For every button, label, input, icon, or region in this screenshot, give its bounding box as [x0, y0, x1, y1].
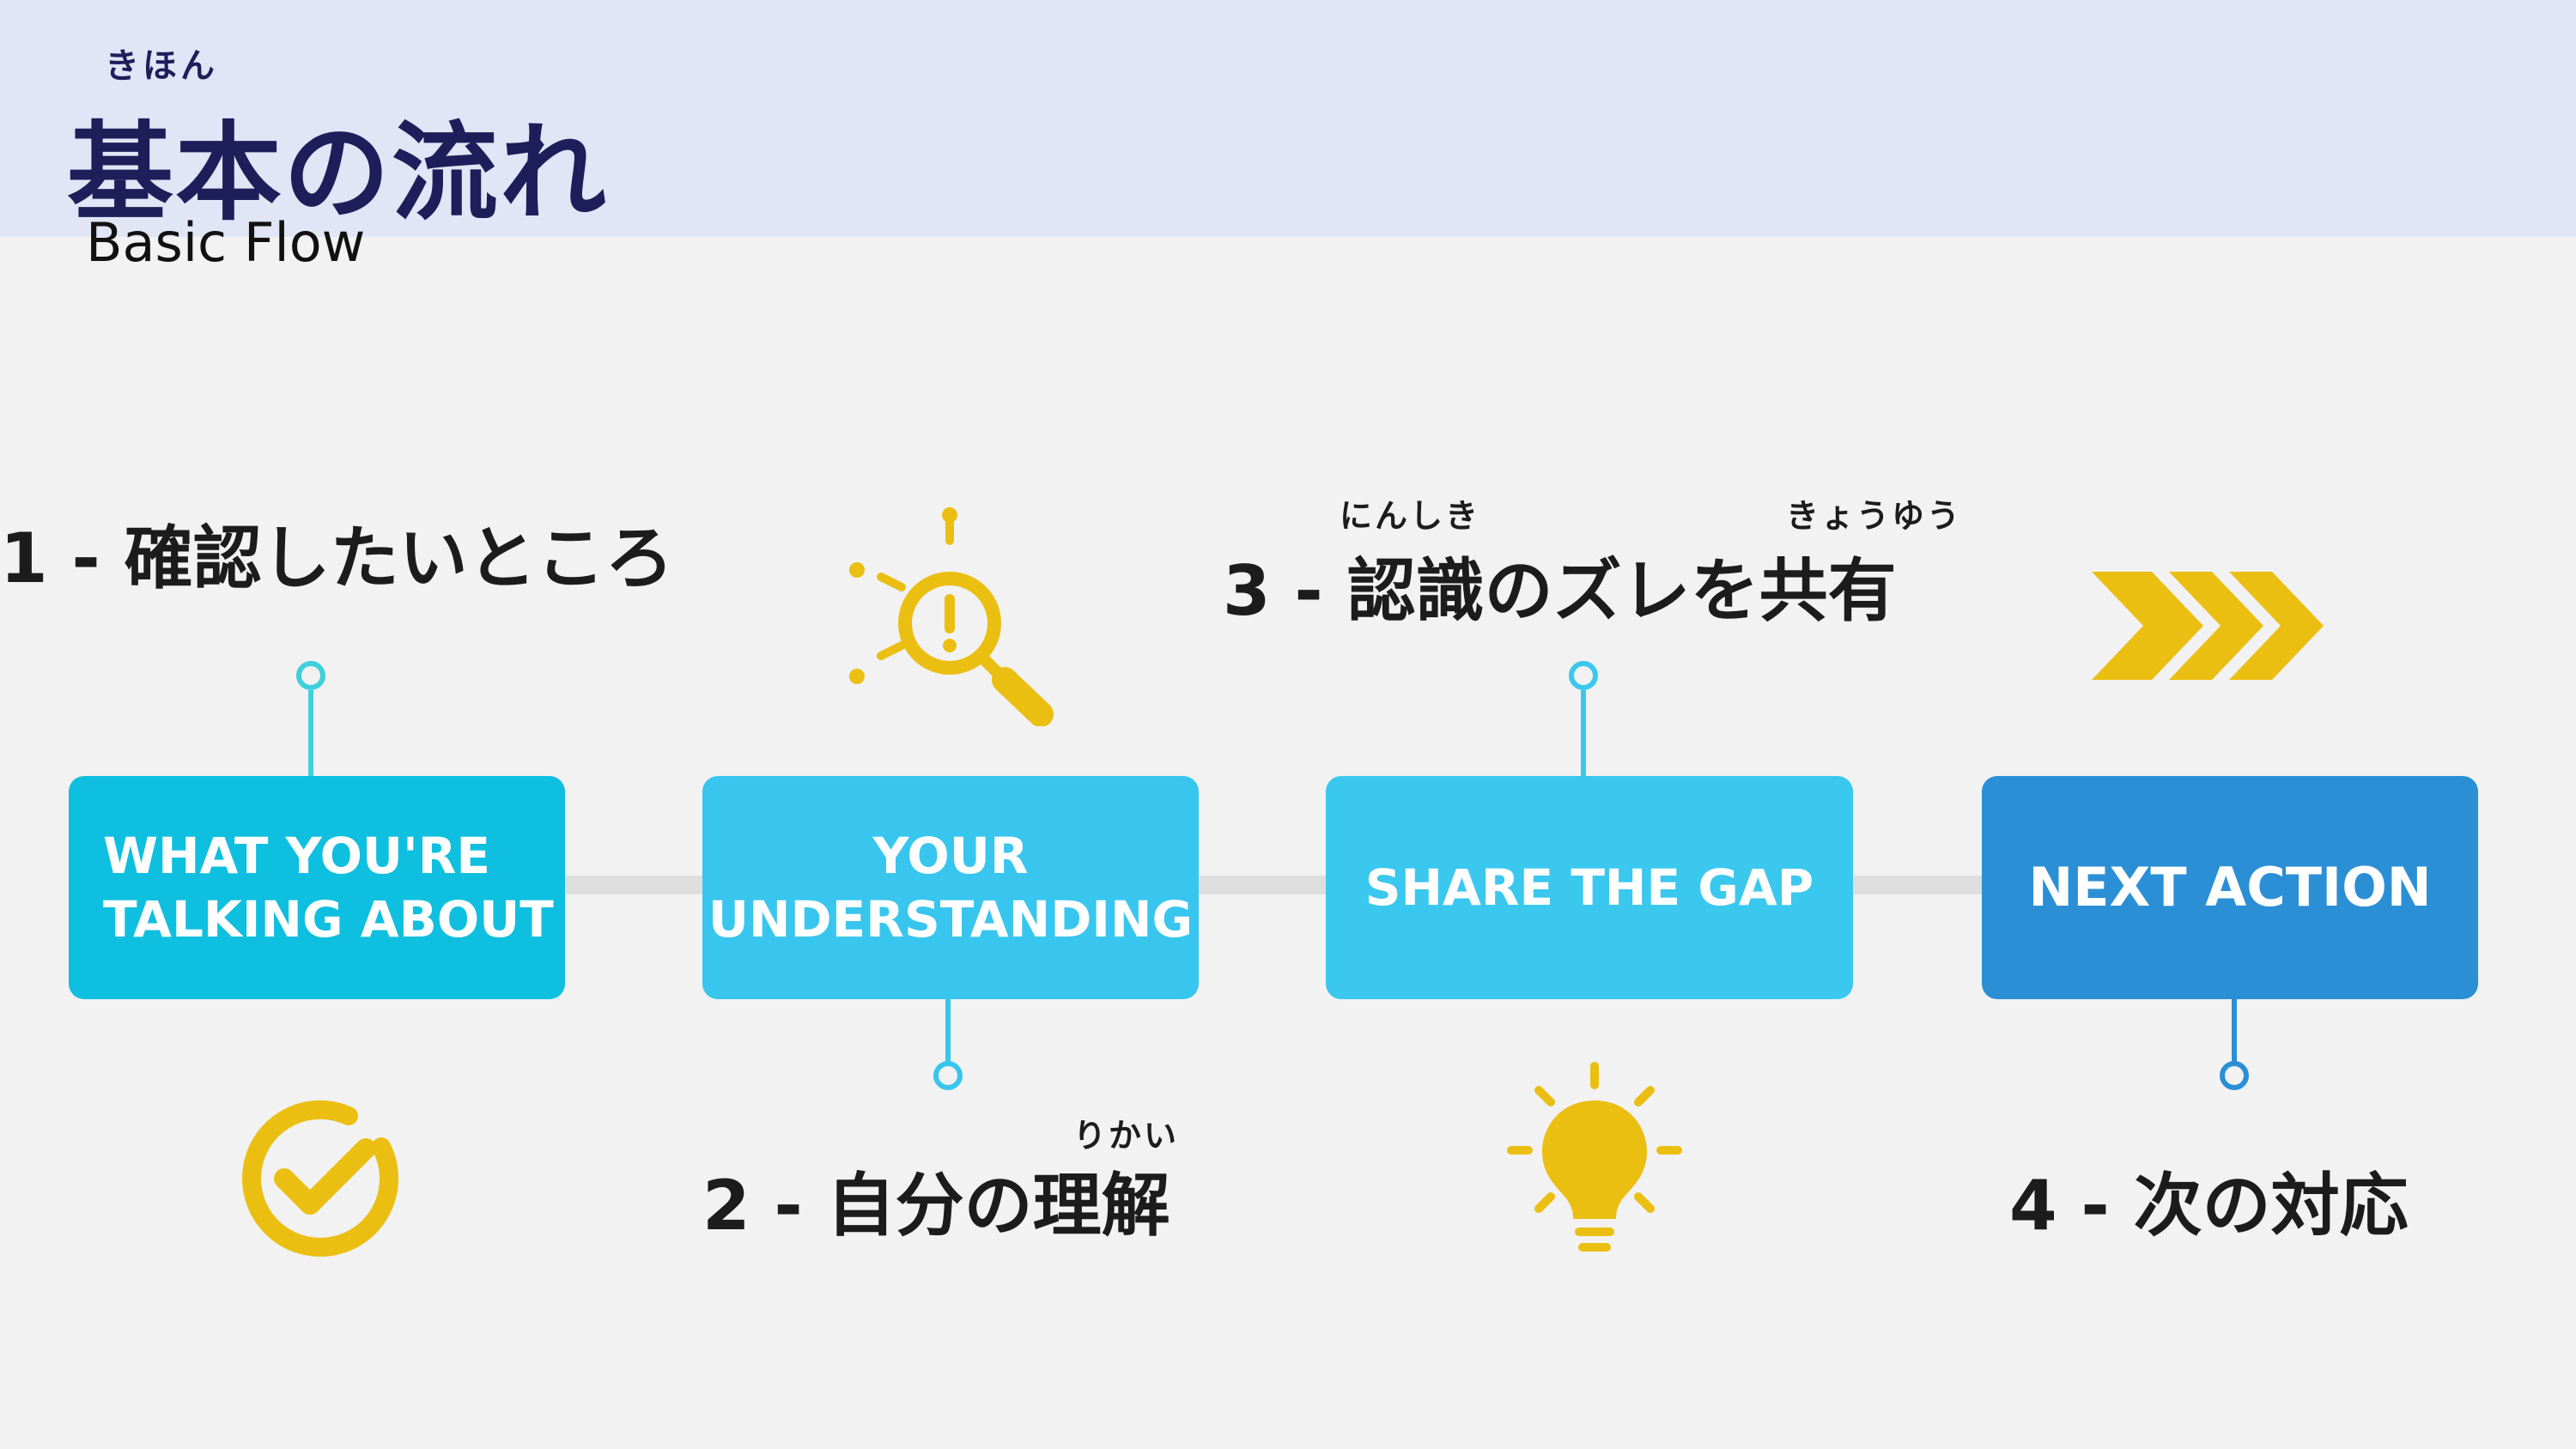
step-2-box-label: YOUR UNDERSTANDING [708, 826, 1194, 949]
step-2-node [933, 1061, 963, 1090]
step-2-box: YOUR UNDERSTANDING [702, 776, 1199, 999]
step-2-stem [945, 999, 951, 1078]
step-4-stem [2232, 999, 2237, 1078]
step-1-heading: 1 - 確認したいところ [0, 518, 674, 598]
step-3-stem [1581, 690, 1586, 776]
step-4-box-label: NEXT ACTION [2028, 856, 2432, 919]
step-3-node [1569, 661, 1598, 690]
page-title: 基本の流れ [67, 112, 609, 235]
step-1-stem [308, 690, 313, 776]
step-1-node [296, 661, 325, 690]
step-4-node [2220, 1061, 2249, 1090]
step-4-heading: 4 - 次の対応 [2009, 1166, 2409, 1246]
magnifier-alert-icon [849, 507, 1054, 726]
lightbulb-icon [1507, 1062, 1682, 1252]
step-3-box-label: SHARE THE GAP [1364, 858, 1814, 917]
step-2-ruby: りかい [1073, 1117, 1180, 1155]
step-2-heading: 2 - 自分の理解 [702, 1166, 1170, 1246]
check-circle-icon [242, 1100, 398, 1257]
header-band [0, 0, 2576, 237]
step-3-ruby-kyouyuu: きょうゆう [1786, 497, 1963, 535]
step-1-box-label: WHAT YOU'RE TALKING ABOUT [103, 826, 554, 949]
step-4-box: NEXT ACTION [1982, 776, 2478, 999]
step-3-heading: 3 - 認識のズレを共有 [1223, 551, 1897, 631]
chevrons-right-icon [2092, 572, 2324, 680]
step-1-box: WHAT YOU'RE TALKING ABOUT [69, 776, 565, 999]
step-3-box: SHARE THE GAP [1326, 776, 1853, 999]
page-subtitle: Basic Flow [86, 211, 366, 274]
step-3-ruby-ninshiki: にんしき [1340, 497, 1481, 535]
title-ruby: きほん [105, 46, 218, 86]
